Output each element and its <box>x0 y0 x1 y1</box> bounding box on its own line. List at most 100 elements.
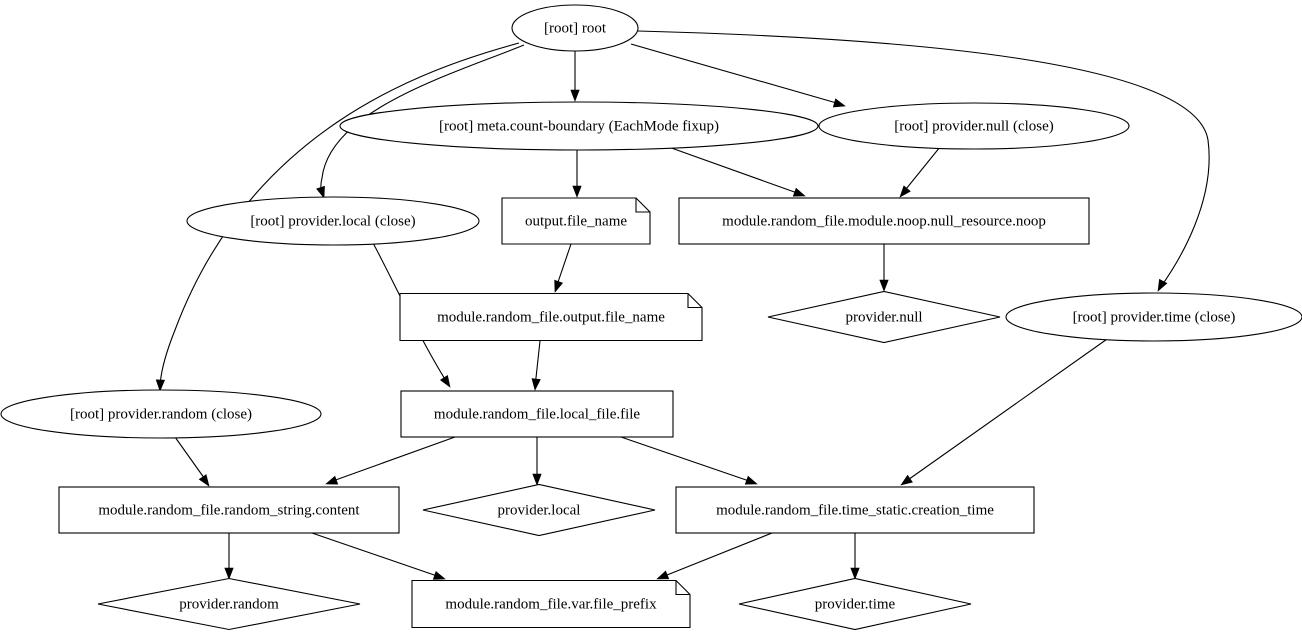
node-label: [root] root <box>544 20 607 36</box>
edge-root-to-prov_null_close <box>630 43 846 108</box>
edge-line <box>661 532 773 578</box>
arrowhead-icon <box>900 474 913 486</box>
node-provider_time[interactable]: provider.time <box>738 577 972 631</box>
node-prov_time_close[interactable]: [root] provider.time (close) <box>1005 292 1302 342</box>
arrowhead-icon <box>155 379 166 392</box>
edge-random_string-to-var_file_prefix <box>311 532 446 580</box>
arrowhead-icon <box>1157 278 1168 292</box>
arrowhead-icon <box>439 374 451 388</box>
ellipse-shape[interactable] <box>1005 292 1302 342</box>
node-label: module.random_file.var.file_prefix <box>445 596 657 612</box>
ellipse-shape[interactable] <box>186 196 480 246</box>
node-time_static[interactable]: module.random_file.time_static.creation_… <box>675 486 1035 534</box>
note-fold-icon <box>675 580 690 596</box>
diamond-shape[interactable] <box>422 483 656 537</box>
box-shape[interactable] <box>678 197 1090 245</box>
edge-time_static-to-provider_time <box>850 533 860 580</box>
node-label: provider.null <box>845 309 922 325</box>
diamond-shape[interactable] <box>97 577 361 631</box>
ellipse-shape[interactable] <box>0 389 322 439</box>
node-label: [root] provider.null (close) <box>894 118 1054 134</box>
edge-line <box>662 144 801 195</box>
box-shape[interactable] <box>58 486 400 534</box>
edge-local_file-to-random_string <box>325 436 456 485</box>
node-label: module.random_file.time_static.creation_… <box>716 502 994 518</box>
node-provider_null[interactable]: provider.null <box>767 290 1001 344</box>
arrowhead-icon <box>532 473 542 486</box>
arrowhead-icon <box>554 279 564 293</box>
node-prov_null_close[interactable]: [root] provider.null (close) <box>818 102 1130 150</box>
node-provider_random[interactable]: provider.random <box>97 577 361 631</box>
edge-meta_count-to-output_file_name <box>572 150 582 198</box>
ellipse-shape[interactable] <box>818 102 1130 150</box>
edge-local_file-to-time_static <box>620 436 758 485</box>
arrowhead-icon <box>899 185 911 198</box>
node-provider_local[interactable]: provider.local <box>422 483 656 537</box>
edge-root-to-prov_rand_close <box>155 42 520 392</box>
diamond-shape[interactable] <box>738 577 972 631</box>
node-local_file[interactable]: module.random_file.local_file.file <box>400 390 674 438</box>
arrowhead-icon <box>570 89 580 102</box>
arrowhead-icon <box>198 474 210 487</box>
edge-random_string-to-provider_random <box>224 533 234 580</box>
node-label: provider.random <box>179 596 279 612</box>
node-label: [root] provider.local (close) <box>250 213 415 229</box>
edges-layer <box>155 30 1210 580</box>
ellipse-shape[interactable] <box>511 4 639 52</box>
arrowhead-icon <box>656 570 670 580</box>
edge-line <box>904 336 1111 483</box>
nodes-layer: [root] root [root] meta.count-boundary (E… <box>0 4 1302 631</box>
edge-line <box>174 436 208 483</box>
edge-prov_null_close-to-noop <box>899 146 941 198</box>
node-label: [root] provider.random (close) <box>70 406 252 422</box>
edge-prov_time_close-to-time_static <box>900 336 1111 486</box>
note-shape[interactable] <box>411 579 691 629</box>
node-random_string[interactable]: module.random_file.random_string.content <box>58 486 400 534</box>
note-shape[interactable] <box>501 197 651 245</box>
node-var_file_prefix[interactable]: module.random_file.var.file_prefix <box>411 579 691 629</box>
node-output_file_name[interactable]: output.file_name <box>501 197 651 245</box>
edge-time_static-to-var_file_prefix <box>656 532 773 580</box>
node-label: [root] meta.count-boundary (EachMode fix… <box>439 118 719 134</box>
arrowhead-icon <box>325 475 339 485</box>
edge-root-to-prov_time_close <box>637 30 1210 292</box>
arrowhead-icon <box>432 570 446 580</box>
ellipse-shape[interactable] <box>339 101 819 151</box>
node-meta_count[interactable]: [root] meta.count-boundary (EachMode fix… <box>339 101 819 151</box>
edge-line <box>630 43 841 105</box>
node-mod_output[interactable]: module.random_file.output.file_name <box>399 292 703 342</box>
edge-mod_output-to-local_file <box>531 340 541 391</box>
edge-line <box>637 30 1210 289</box>
node-label: [root] provider.time (close) <box>1073 309 1236 325</box>
edge-root-to-meta_count <box>570 51 580 102</box>
arrowhead-icon <box>316 185 325 199</box>
arrowhead-icon <box>744 475 758 485</box>
edge-noop-to-provider_null <box>879 244 889 292</box>
box-shape[interactable] <box>675 486 1035 534</box>
node-prov_rand_close[interactable]: [root] provider.random (close) <box>0 389 322 439</box>
node-prov_local_close[interactable]: [root] provider.local (close) <box>186 196 480 246</box>
edge-line <box>620 436 753 483</box>
node-label: module.random_file.random_string.content <box>98 502 360 518</box>
node-noop[interactable]: module.random_file.module.noop.null_reso… <box>678 197 1090 245</box>
edge-meta_count-to-noop <box>662 144 806 197</box>
node-label: provider.time <box>815 596 896 612</box>
edge-local_file-to-provider_local <box>532 437 542 486</box>
node-root[interactable]: [root] root <box>511 4 639 52</box>
box-shape[interactable] <box>400 390 674 438</box>
node-label: provider.local <box>498 502 581 518</box>
arrowhead-icon <box>792 187 806 197</box>
edge-output_file_name-to-mod_output <box>554 243 572 293</box>
diamond-shape[interactable] <box>767 290 1001 344</box>
arrowhead-icon <box>850 567 860 580</box>
node-label: output.file_name <box>525 213 627 229</box>
arrowhead-icon <box>531 378 541 391</box>
note-shape[interactable] <box>399 292 703 342</box>
node-label: module.random_file.output.file_name <box>437 309 665 325</box>
edge-line <box>901 146 941 195</box>
note-fold-icon <box>687 293 702 309</box>
arrowhead-icon <box>879 279 889 292</box>
arrowhead-icon <box>832 98 846 108</box>
